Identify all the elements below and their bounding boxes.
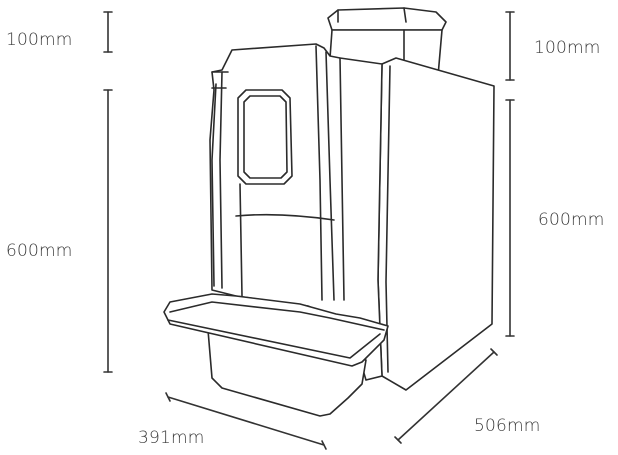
width-label: 391mm (138, 428, 205, 448)
front-left-pillar-line-inner (219, 71, 223, 289)
front-panel-ridge (339, 57, 345, 301)
machine-side-panel (377, 57, 495, 391)
drip-tray-platform-top (169, 301, 385, 331)
bean-hopper-lid-edge (337, 7, 407, 23)
front-panel-right-edge (315, 45, 323, 301)
drip-tray-platform (163, 293, 389, 367)
front-left-step (211, 71, 229, 89)
right-body-height-label: 600mm (538, 210, 605, 230)
width-dimension-line (167, 396, 325, 446)
dimension-lines (103, 11, 515, 450)
depth-dimension-tick-top (490, 348, 498, 356)
depth-dimension-tick-bottom (394, 436, 402, 444)
width-dimension-tick-left (165, 392, 171, 402)
depth-dimension-line (397, 351, 495, 441)
display-screen (243, 95, 288, 179)
depth-label: 506mm (474, 416, 541, 436)
drip-tray-front-edge (167, 319, 381, 359)
left-body-height-label: 600mm (6, 241, 73, 261)
front-panel-right-edge-2 (325, 51, 335, 301)
front-left-pillar-line (211, 83, 217, 287)
bean-hopper-lid (327, 7, 447, 31)
right-top-height-label: 100mm (534, 38, 601, 58)
width-dimension-tick-right (321, 440, 327, 450)
drip-tray-base (207, 329, 367, 417)
dispenser-top-line (235, 213, 335, 221)
side-panel-inner-edge (385, 65, 391, 373)
coffee-machine (163, 7, 495, 417)
dispenser-left-edge (239, 183, 243, 297)
left-top-height-label: 100mm (6, 30, 73, 50)
